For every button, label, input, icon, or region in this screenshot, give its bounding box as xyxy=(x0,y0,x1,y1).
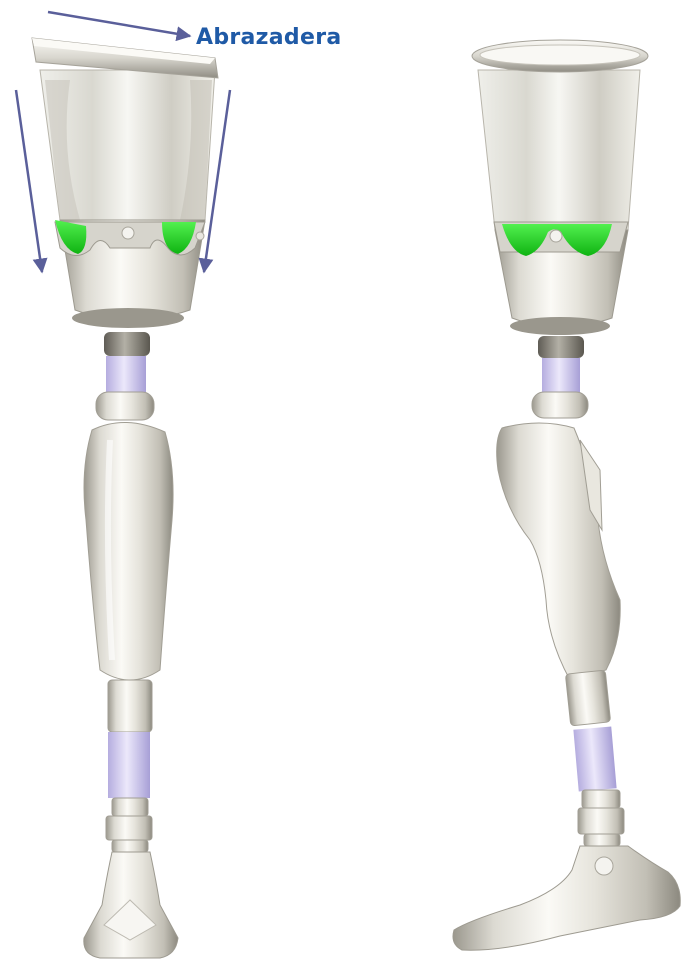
front-shank xyxy=(84,422,173,680)
front-knee-joint xyxy=(96,392,154,420)
side-shank xyxy=(497,423,621,680)
side-upper-pylon xyxy=(542,358,580,392)
front-adapter xyxy=(104,332,150,356)
side-adapter xyxy=(538,336,584,358)
side-socket-rim xyxy=(472,40,648,72)
side-clamp xyxy=(494,222,628,256)
side-knee-joint xyxy=(532,392,588,418)
side-ankle-adapter xyxy=(578,790,624,846)
side-lower-pylon xyxy=(573,726,616,791)
side-socket xyxy=(478,70,640,335)
front-lower-pylon xyxy=(108,732,150,798)
front-socket xyxy=(40,70,215,328)
side-foot xyxy=(453,846,680,950)
side-tube-clamp xyxy=(565,670,610,726)
front-foot xyxy=(84,852,178,958)
front-view xyxy=(32,38,218,958)
arrow-left xyxy=(16,90,42,272)
front-upper-pylon xyxy=(106,356,146,392)
front-tube-clamp xyxy=(108,680,152,732)
abrazadera-label: Abrazadera xyxy=(196,25,341,50)
arrow-top xyxy=(48,12,190,36)
front-ankle-adapter xyxy=(106,798,152,852)
side-view xyxy=(453,40,680,950)
